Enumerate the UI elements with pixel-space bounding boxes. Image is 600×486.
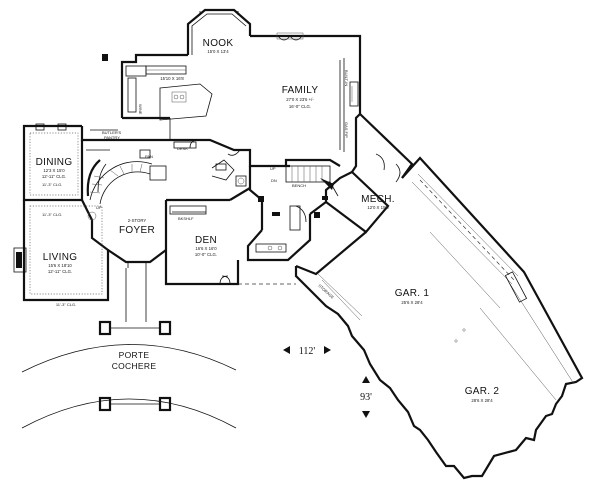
family-label: FAMILY [282,85,319,96]
desk-label: DESK [177,146,188,151]
nook-walls [186,8,252,55]
dining-ceiling: 12'-11" CLG. [42,174,66,179]
living-size: 15'6 X 18'10 [48,263,72,268]
gas-fp-label: GAS F/P [344,122,349,138]
wine-label: WINE [138,104,143,115]
nook-label: NOOK [203,38,234,49]
living-label: LIVING [43,252,78,263]
up-label: UP [270,166,276,171]
clg-label-3: 11'-3" CLG. [56,302,76,307]
foyer-label: FOYER [119,225,155,236]
garage-1-label: GAR. 1 [395,288,430,299]
mech-label: MECH. [361,194,395,205]
kitchen-walls [102,53,213,121]
mech-size: 12'0 X 15'0 [367,205,389,210]
dn-label: DN [271,178,277,183]
kitchen-size: 15'10 X 16'8 [160,76,184,81]
porte-cochere [21,268,237,429]
living-ceiling: 12'-11" CLG. [48,269,72,274]
dining-walls [22,123,110,202]
clg-label-2: 11'-3" CLG. [42,212,62,217]
garage-2-label: GAR. 2 [465,386,500,397]
cochere-label: COCHERE [112,361,157,371]
width-dimension: 112' [299,346,316,357]
den-walls [164,198,240,286]
dimension-marks [283,346,370,418]
foyer-prefix: 2-STORY [128,218,147,223]
den-label: DEN [195,235,217,246]
butlers-label: BUTLER'S [102,130,122,135]
garage-1-size: 25'6 X 28'4 [401,300,423,305]
dining-size: 12'3 X 15'0 [43,168,65,173]
pantry-walls [80,116,197,159]
pantry-label: PANTRY [104,135,120,140]
family-ceiling: 16'-0" CLG. [289,104,311,109]
porte-label: PORTE [119,350,150,360]
built-in-label: BUILT-IN [344,70,349,86]
family-size: 27'0 X 23'6 +/- [286,97,314,102]
nook-size: 15'0 X 13'4 [207,49,229,54]
bkshlf-label: BKSHLF [178,216,194,221]
depth-dimension: 93' [360,392,372,403]
bench-label: BENCH [292,183,306,188]
foyer-walls [86,159,167,268]
garage-2-size: 28'6 X 28'4 [471,398,493,403]
family-walls [250,32,362,173]
den-size: 16'6 X 16'0 [195,246,217,251]
mech-walls [325,113,414,234]
dining-label: DINING [36,157,73,168]
garage-walls [294,156,584,480]
den-ceiling: 10'-0" CLG. [195,252,217,257]
up-label-2: UP [96,205,102,210]
clg-label-1: 11'-3" CLG. [42,182,62,187]
central-walls [170,138,353,285]
pan-label: PAN [145,154,153,159]
